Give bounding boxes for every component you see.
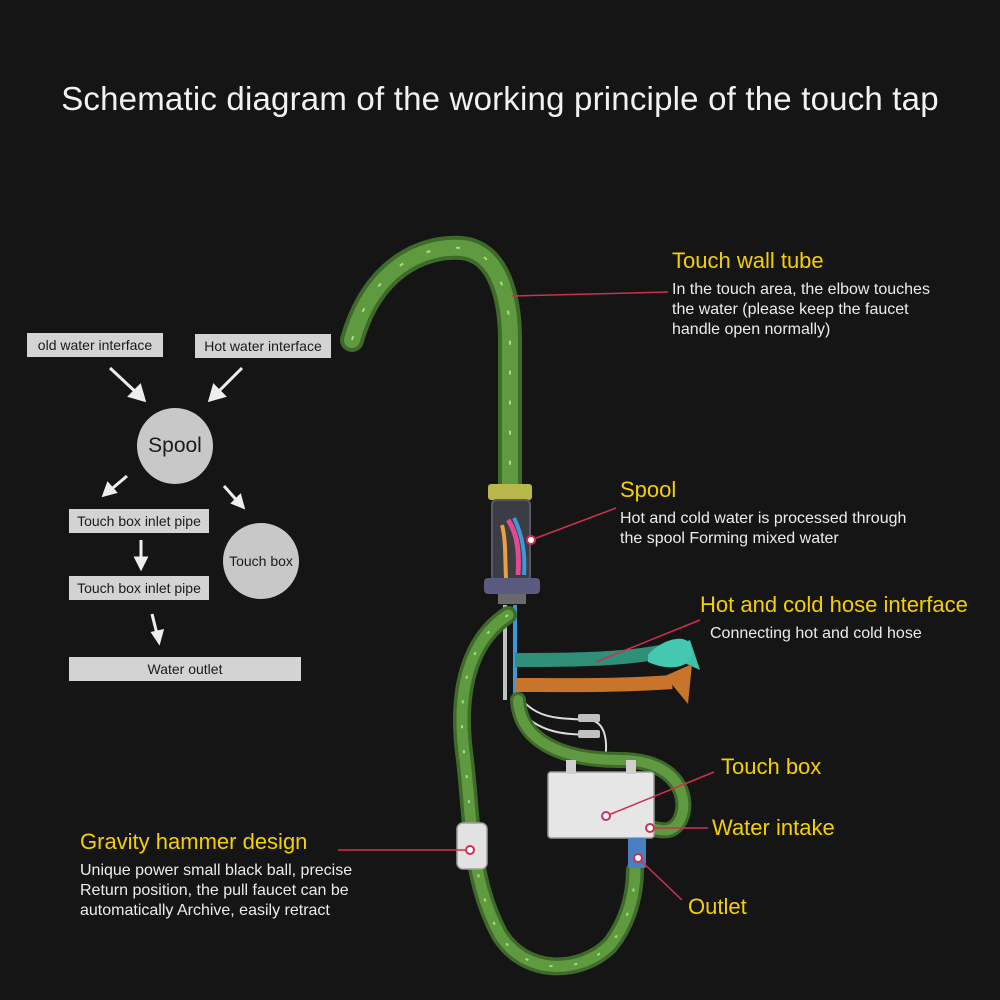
desc-line: automatically Archive, easily retract: [80, 902, 330, 919]
desc-line: the water (please keep the faucet: [672, 301, 909, 318]
flow-arrows: [101, 366, 246, 646]
touch-box-callout-title: Touch box: [721, 754, 822, 779]
hose-interface-desc: Connecting hot and cold hose: [710, 624, 922, 644]
flow-touch-box-inlet-pipe-2: Touch box inlet pipe: [69, 576, 209, 600]
desc-line: handle open normally): [672, 321, 831, 338]
cold-hose: [514, 645, 662, 667]
gravity-hammer-title: Gravity hammer design: [80, 829, 308, 854]
desc-line: the spool Forming mixed water: [620, 530, 839, 547]
page-title: Schematic diagram of the working princip…: [61, 80, 939, 117]
flow-spool: Spool: [137, 408, 213, 484]
water-intake-title: Water intake: [712, 815, 835, 840]
desc-line: Return position, the pull faucet can be: [80, 882, 349, 899]
desc-line: Unique power small black ball, precise: [80, 862, 353, 879]
flow-cold-water-interface: old water interface: [27, 333, 163, 357]
flow-touch-box: Touch box: [223, 523, 299, 599]
faucet-collar: [488, 484, 532, 500]
flow-water-outlet: Water outlet: [69, 657, 301, 681]
hot-hose: [514, 675, 673, 693]
touch-box-unit: [547, 771, 655, 839]
desc-line: Connecting hot and cold hose: [710, 625, 922, 642]
touch-wall-tube-desc: In the touch area, the elbow touches the…: [672, 280, 930, 340]
flow-touch-box-inlet-pipe-1: Touch box inlet pipe: [69, 509, 209, 533]
hose-interface-title: Hot and cold hose interface: [700, 592, 968, 617]
outlet-title: Outlet: [688, 894, 747, 919]
desc-line: Hot and cold water is processed through: [620, 510, 907, 527]
desc-line: In the touch area, the elbow touches: [672, 281, 930, 298]
callout-lines: [338, 291, 715, 901]
flow-hot-water-interface: Hot water interface: [195, 334, 331, 358]
spool-callout-title: Spool: [620, 477, 677, 502]
gravity-hammer-desc: Unique power small black ball, precise R…: [80, 861, 352, 921]
touch-wall-tube-title: Touch wall tube: [672, 248, 824, 273]
spool-callout-desc: Hot and cold water is processed through …: [620, 509, 906, 549]
